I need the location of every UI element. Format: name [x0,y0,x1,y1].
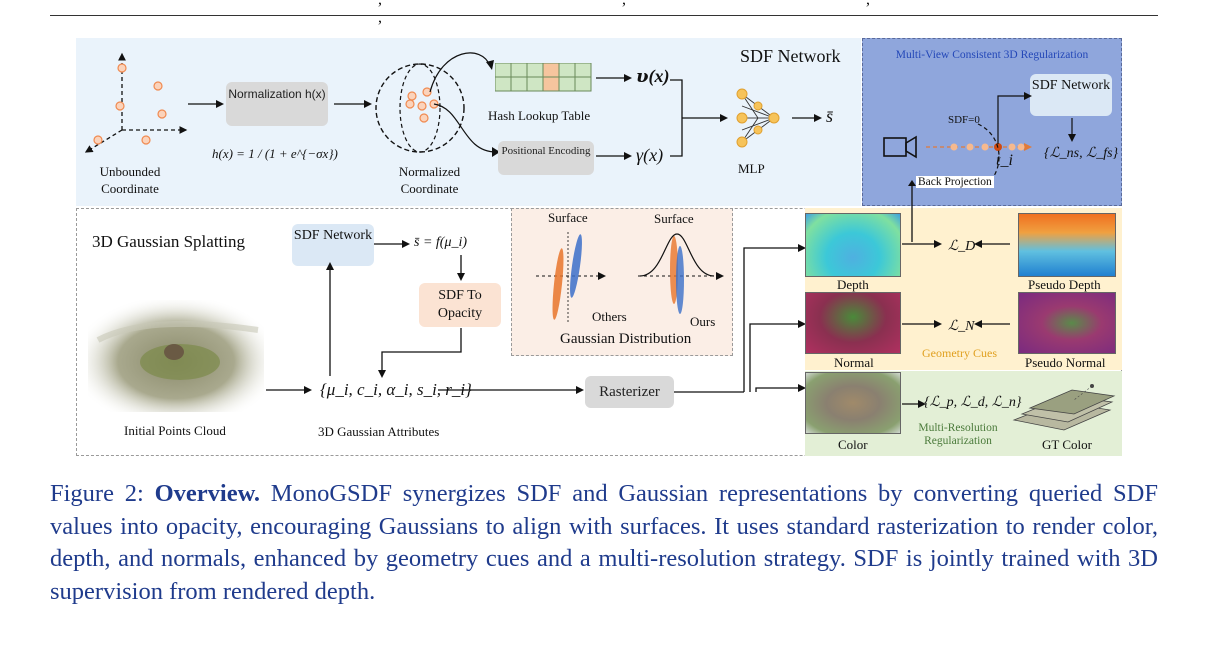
gaussian-splatting-title: 3D Gaussian Splatting [92,232,245,251]
back-projection-label: Back Projection [916,176,994,188]
gt-color-images [1012,384,1116,431]
normal-loss-arrows [902,320,1010,328]
v-output: 𝝊(x) [636,66,670,86]
unbounded-coordinate-label: Unbounded Coordinate [99,164,161,196]
caption-prefix: Figure 2: [50,480,155,507]
multi-resolution-label: Multi-Resolution Regularization [918,422,998,447]
pseudo-depth-label: Pseudo Depth [1028,277,1101,292]
sdf-to-opacity-box: SDF To Opacity [419,283,501,327]
gaussian-attributes: {μ_i, c_i, α_i, s_i, r_i} [320,380,472,399]
arrow [334,100,372,108]
mlp-label: MLP [738,161,765,176]
mlp-network [736,88,780,148]
unbounded-coordinate-axes [84,52,188,153]
pseudo-normal-image [1018,292,1116,354]
arrow [457,255,465,281]
multiview-losses: {ℒ_ns, ℒ_fs} [1044,146,1119,161]
initial-point-cloud [88,300,264,412]
multiview-sdf-network-box: SDF Network [1030,74,1112,116]
gamma-output: γ(x) [636,145,664,165]
s-bar-output: s̄ [826,106,834,126]
normalized-coordinate-label: Normalized Coordinate [398,164,461,196]
surface-right-label: Surface [654,211,694,226]
sdf-network-panel [76,38,861,206]
sdf-zero-label: SDF=0 [948,114,980,126]
arrow [596,74,632,82]
color-image [805,372,901,434]
multiview-title: Multi-View Consistent 3D Regularization [895,49,1089,61]
surface-left-label: Surface [548,210,588,225]
loss-n: ℒ_N [948,319,975,334]
positional-encoding-box: Positional Encoding [498,141,594,175]
others-label: Others [592,309,627,324]
top-clipped-text: , , , , [378,0,870,26]
depth-label: Depth [837,277,869,292]
h-formula: h(x) = 1 / (1 + e^{−σx}) [212,146,338,161]
back-projection-link [908,180,916,242]
gaussian-attributes-label: 3D Gaussian Attributes [318,424,440,439]
arrow [266,386,312,394]
arrow [792,114,822,122]
arrow [374,240,410,248]
merge-bracket [670,79,728,157]
sdf-network-title: SDF Network [740,46,841,66]
t-i-label: t_i [996,152,1013,169]
s-formula: s̄ = f(μ_i) [414,235,468,250]
initial-points-label: Initial Points Cloud [124,423,226,438]
normalization-box: Normalization h(x) [226,82,328,126]
arrow [596,152,632,160]
loss-d: ℒ_D [948,239,976,254]
arrow [438,386,584,394]
caption-body: MonoGSDF synergizes SDF and Gaussian rep… [50,480,1158,605]
ours-label: Ours [690,314,716,329]
camera-ray-diagram [883,92,1076,183]
rasterizer-box: Rasterizer [585,376,674,408]
normal-label: Normal [834,355,874,370]
pseudo-depth-image [1018,213,1116,277]
caption-bold: Overview. [154,480,261,507]
gaussian-distribution-panel [511,208,733,356]
figure-caption: Figure 2: Overview. MonoGSDF synergizes … [50,478,1158,608]
gaussian-sdf-network-box: SDF Network [292,224,374,266]
depth-image [805,213,901,277]
geometry-cues-label: Geometry Cues [922,346,997,360]
gt-color-label: GT Color [1042,437,1092,452]
attribute-connectors [326,262,462,378]
normal-image [805,292,901,354]
hash-lookup-label: Hash Lookup Table [488,108,591,123]
depth-loss-arrows [902,240,1010,248]
gaussian-distribution-plot [536,232,724,322]
arrow [188,100,224,108]
rasterizer-branches [674,244,806,393]
color-label: Color [838,437,868,452]
top-rule [50,15,1158,16]
color-losses: {ℒ_p, ℒ_d, ℒ_n} [924,395,1022,410]
hash-lookup-table [495,63,592,92]
gaussian-distribution-title: Gaussian Distribution [560,331,692,347]
color-loss-arrow [902,400,926,408]
pseudo-normal-label: Pseudo Normal [1025,355,1106,370]
normalized-coordinate-sphere [375,52,500,157]
